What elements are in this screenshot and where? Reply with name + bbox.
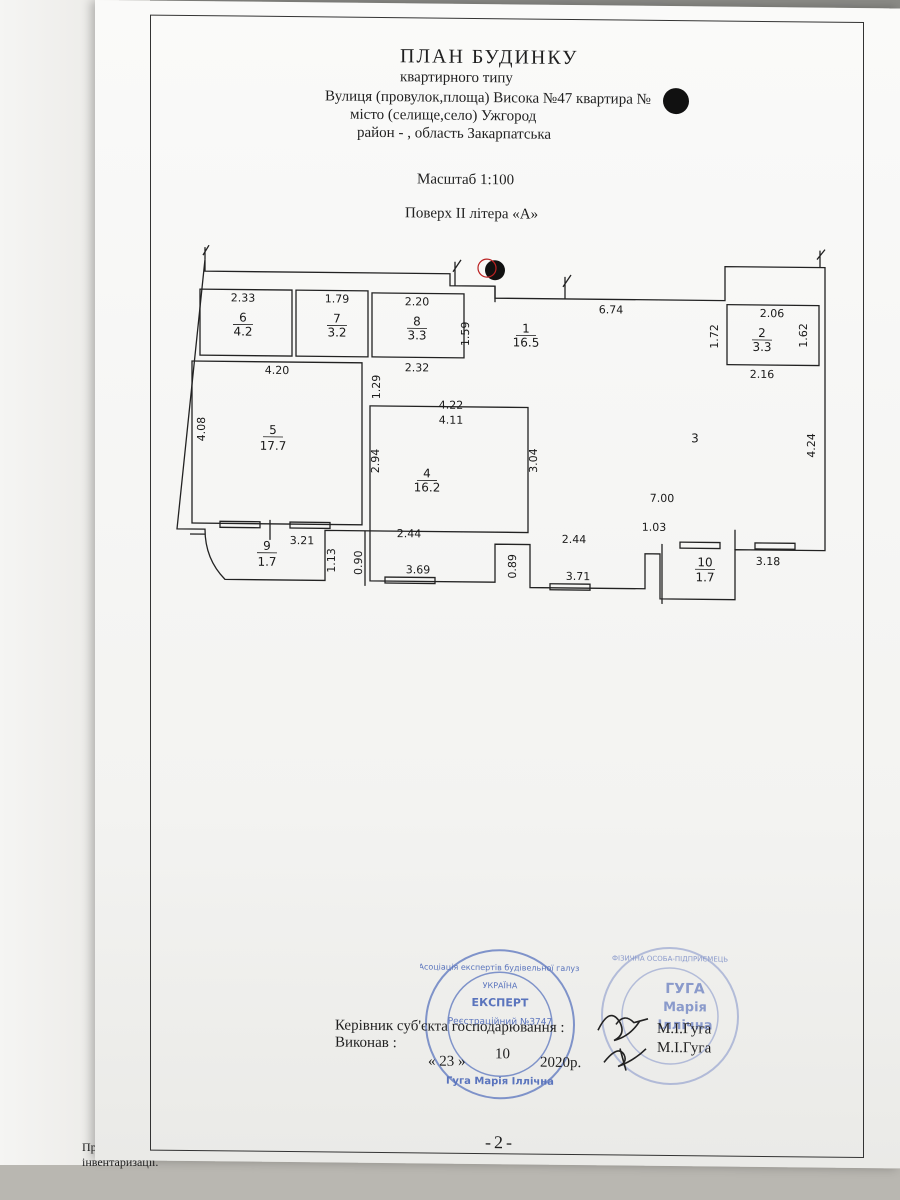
dimension-label: 0.90: [352, 550, 365, 575]
section-marker: [562, 274, 572, 299]
room-9-area: 1.7: [257, 555, 276, 569]
executor-name: М.І.Гуга: [657, 1039, 712, 1057]
date-day: « 23 »: [428, 1053, 466, 1070]
dimension-label: 7.00: [650, 492, 674, 505]
outer-wall: [176, 259, 826, 601]
room-4-number: 4: [423, 466, 431, 480]
stamp-text: УКРАЇНА: [483, 980, 518, 990]
room-5-number: 5: [269, 423, 277, 437]
section-marker: [816, 249, 826, 268]
room-4-walls: [369, 405, 529, 534]
dimension-label: 2.94: [369, 449, 382, 474]
scale-label: Масштаб 1:100: [417, 171, 515, 189]
dimension-label: 2.32: [405, 361, 429, 374]
redaction-mark: [485, 260, 505, 281]
expert-stamp: Асоціація експертів будівельної галузі Е…: [420, 949, 580, 1100]
document-page: ПЛАН БУДИНКУ квартирного типу Вулиця (пр…: [95, 0, 900, 1169]
dimension-label: 2.44: [397, 527, 421, 540]
dimension-label: 3.18: [756, 555, 780, 568]
dimension-label: 3.71: [566, 570, 590, 583]
stamp-text: ЕКСПЕРТ: [472, 996, 529, 1010]
room-5-area: 17.7: [260, 439, 287, 453]
dimension-label: 4.24: [805, 433, 818, 458]
window: [384, 576, 436, 585]
room-7-area: 3.2: [327, 325, 346, 339]
dimension-label: 4.11: [439, 414, 463, 427]
dimension-label: 1.62: [797, 323, 810, 348]
room-9-number: 9: [263, 539, 271, 553]
address-region: район - , область Закарпатська: [357, 124, 552, 143]
date-month: 10: [495, 1046, 510, 1063]
room-10-number: 10: [697, 555, 712, 569]
room-7-number: 7: [333, 311, 341, 325]
dimension-label: 3.04: [527, 448, 540, 473]
room-3-number: 3: [691, 431, 699, 445]
dimension-label: 4.22: [439, 399, 463, 412]
room-8-walls: [371, 292, 465, 359]
entrepreneur-stamp: ГУГА Марія Іллічна ФІЗИЧНА ОСОБА-ПІДПРИЄ…: [601, 947, 739, 1086]
dimension-label: 1.03: [642, 521, 666, 534]
dimension-label: 4.20: [265, 364, 289, 377]
floor-label: Поверх II літера «А»: [405, 205, 539, 223]
window: [754, 542, 796, 550]
stamp-text: Марія: [663, 1000, 707, 1015]
window: [219, 520, 261, 529]
dimension-label: 2.16: [750, 368, 774, 381]
dimension-label: 2.06: [760, 307, 784, 320]
dimension-label: 2.20: [405, 295, 429, 308]
stamp-text: Гуга Марія Іллічна: [446, 1076, 554, 1088]
stamp-text: ГУГА: [665, 981, 705, 997]
dimension-label: 1.59: [459, 322, 472, 347]
riser-circle: [477, 258, 497, 278]
address-city: місто (селище,село) Ужгород: [350, 106, 537, 125]
dimension-label: 4.08: [195, 417, 208, 442]
page-number: -2-: [485, 1132, 515, 1153]
room-7-walls: [295, 289, 369, 358]
dimension-label: 1.72: [708, 324, 721, 349]
dimension-label: 6.74: [599, 303, 623, 316]
redaction-mark: [663, 87, 689, 115]
room-8-number: 8: [413, 314, 421, 328]
dimension-label: 1.79: [325, 292, 349, 305]
head-name: М.І.Гуга: [657, 1020, 712, 1038]
address-street: Вулиця (провулок,площа) Висока №47 кварт…: [325, 88, 651, 108]
room-2-walls: [726, 303, 820, 367]
room-1-number: 1: [522, 321, 530, 335]
room-4-area: 16.2: [414, 480, 441, 494]
dimension-label: 0.89: [506, 554, 519, 579]
window: [289, 521, 331, 530]
section-marker: [202, 244, 210, 260]
section-marker: [452, 259, 462, 286]
dimension-label: 2.44: [562, 533, 586, 546]
dimension-label: 3.69: [406, 563, 430, 576]
dimension-label: 3.21: [290, 534, 314, 547]
room-6-walls: [199, 288, 293, 357]
stamp-ring-text: ФІЗИЧНА ОСОБА-ПІДПРИЄМЕЦЬ: [612, 954, 728, 963]
room-6-area: 4.2: [233, 324, 252, 338]
room-8-area: 3.3: [407, 328, 426, 342]
room-1-area: 16.5: [513, 335, 540, 349]
floor-plan: 1 16.5 2 3.3 3 4 16.2 5 17.7 6 4.2 7 3.2…: [176, 244, 826, 604]
dimension-label: 2.33: [231, 291, 255, 304]
window: [679, 541, 721, 550]
page-subtitle: квартирного типу: [400, 69, 513, 87]
room-10-area: 1.7: [695, 570, 714, 584]
page-title: ПЛАН БУДИНКУ: [400, 45, 579, 70]
stamp-text: Іллічна: [657, 1018, 712, 1034]
stamp-text: Реєстраційний №3747: [448, 1017, 553, 1028]
signature-mark: [597, 1014, 649, 1071]
stamp-ring-text: Асоціація експертів будівельної галузі: [420, 962, 580, 973]
room-5-walls: [191, 360, 363, 526]
executor-role-label: Виконав :: [335, 1034, 397, 1052]
room-2-number: 2: [758, 326, 766, 340]
dimension-label: 1.13: [325, 548, 338, 573]
date-year: 2020р.: [540, 1054, 582, 1072]
room-6-number: 6: [239, 311, 247, 325]
dimension-label: 1.29: [370, 375, 383, 400]
window: [549, 583, 591, 591]
room-2-area: 3.3: [752, 340, 771, 354]
